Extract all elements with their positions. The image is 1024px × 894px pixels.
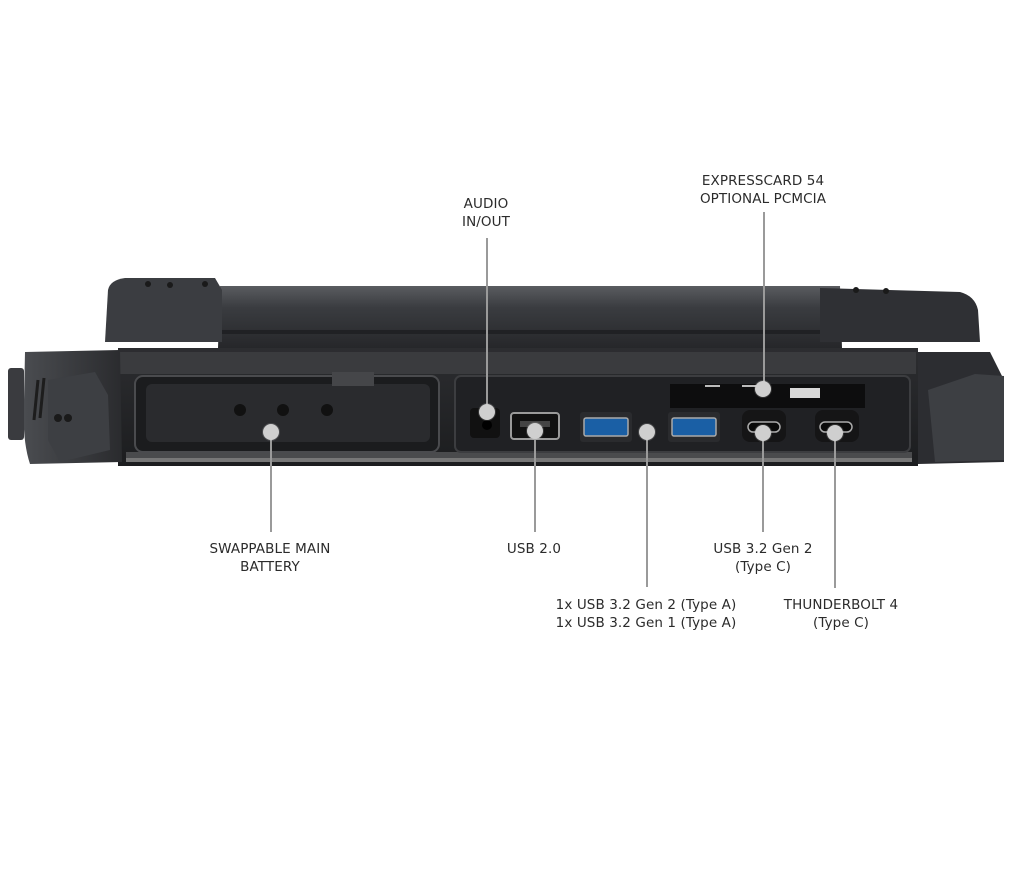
label-battery-line2: BATTERY [240,559,300,575]
marker-audio [479,404,495,420]
label-audio: AUDIO IN/OUT [462,195,510,231]
label-usb20-line1: USB 2.0 [506,541,562,557]
marker-usb32a [639,424,655,440]
right-bumper [918,352,1004,464]
label-usb32a-line1: 1x USB 3.2 Gen 2 (Type A) [555,597,737,613]
label-expresscard-line2: OPTIONAL PCMCIA [699,191,827,207]
marker-usb20 [527,423,543,439]
label-battery: SWAPPABLE MAIN BATTERY [209,540,330,576]
marker-usb32c [755,425,771,441]
marker-battery [263,424,279,440]
leader-usb32a [646,432,648,587]
label-audio-line2: IN/OUT [462,214,510,230]
left-bumper [8,350,123,464]
label-usb32c-line1: USB 3.2 Gen 2 [713,541,813,557]
port-panel [454,375,911,453]
label-usb32a: 1x USB 3.2 Gen 2 (Type A) 1x USB 3.2 Gen… [556,596,737,632]
leader-usb20 [534,431,536,532]
label-usb32c: USB 3.2 Gen 2 (Type C) [713,540,812,576]
battery-bay [134,372,440,453]
leader-battery [270,432,272,532]
label-thunderbolt: THUNDERBOLT 4 (Type C) [784,596,898,632]
lid [105,278,980,348]
label-usb20: USB 2.0 [507,540,561,558]
label-battery-line1: SWAPPABLE MAIN [209,541,331,557]
label-thunderbolt-line1: THUNDERBOLT 4 [783,597,899,613]
leader-audio [486,238,488,412]
leader-usb32c [762,433,764,532]
label-usb32a-line2: 1x USB 3.2 Gen 1 (Type A) [555,615,737,631]
label-thunderbolt-line2: (Type C) [812,615,870,631]
marker-expresscard [755,381,771,397]
label-expresscard: EXPRESSCARD 54 OPTIONAL PCMCIA [700,172,826,208]
leader-expresscard [763,212,765,389]
label-audio-line1: AUDIO [463,196,509,212]
label-expresscard-line1: EXPRESSCARD 54 [701,173,825,189]
marker-thunderbolt [827,425,843,441]
leader-thunderbolt [834,433,836,588]
label-usb32c-line2: (Type C) [734,559,792,575]
